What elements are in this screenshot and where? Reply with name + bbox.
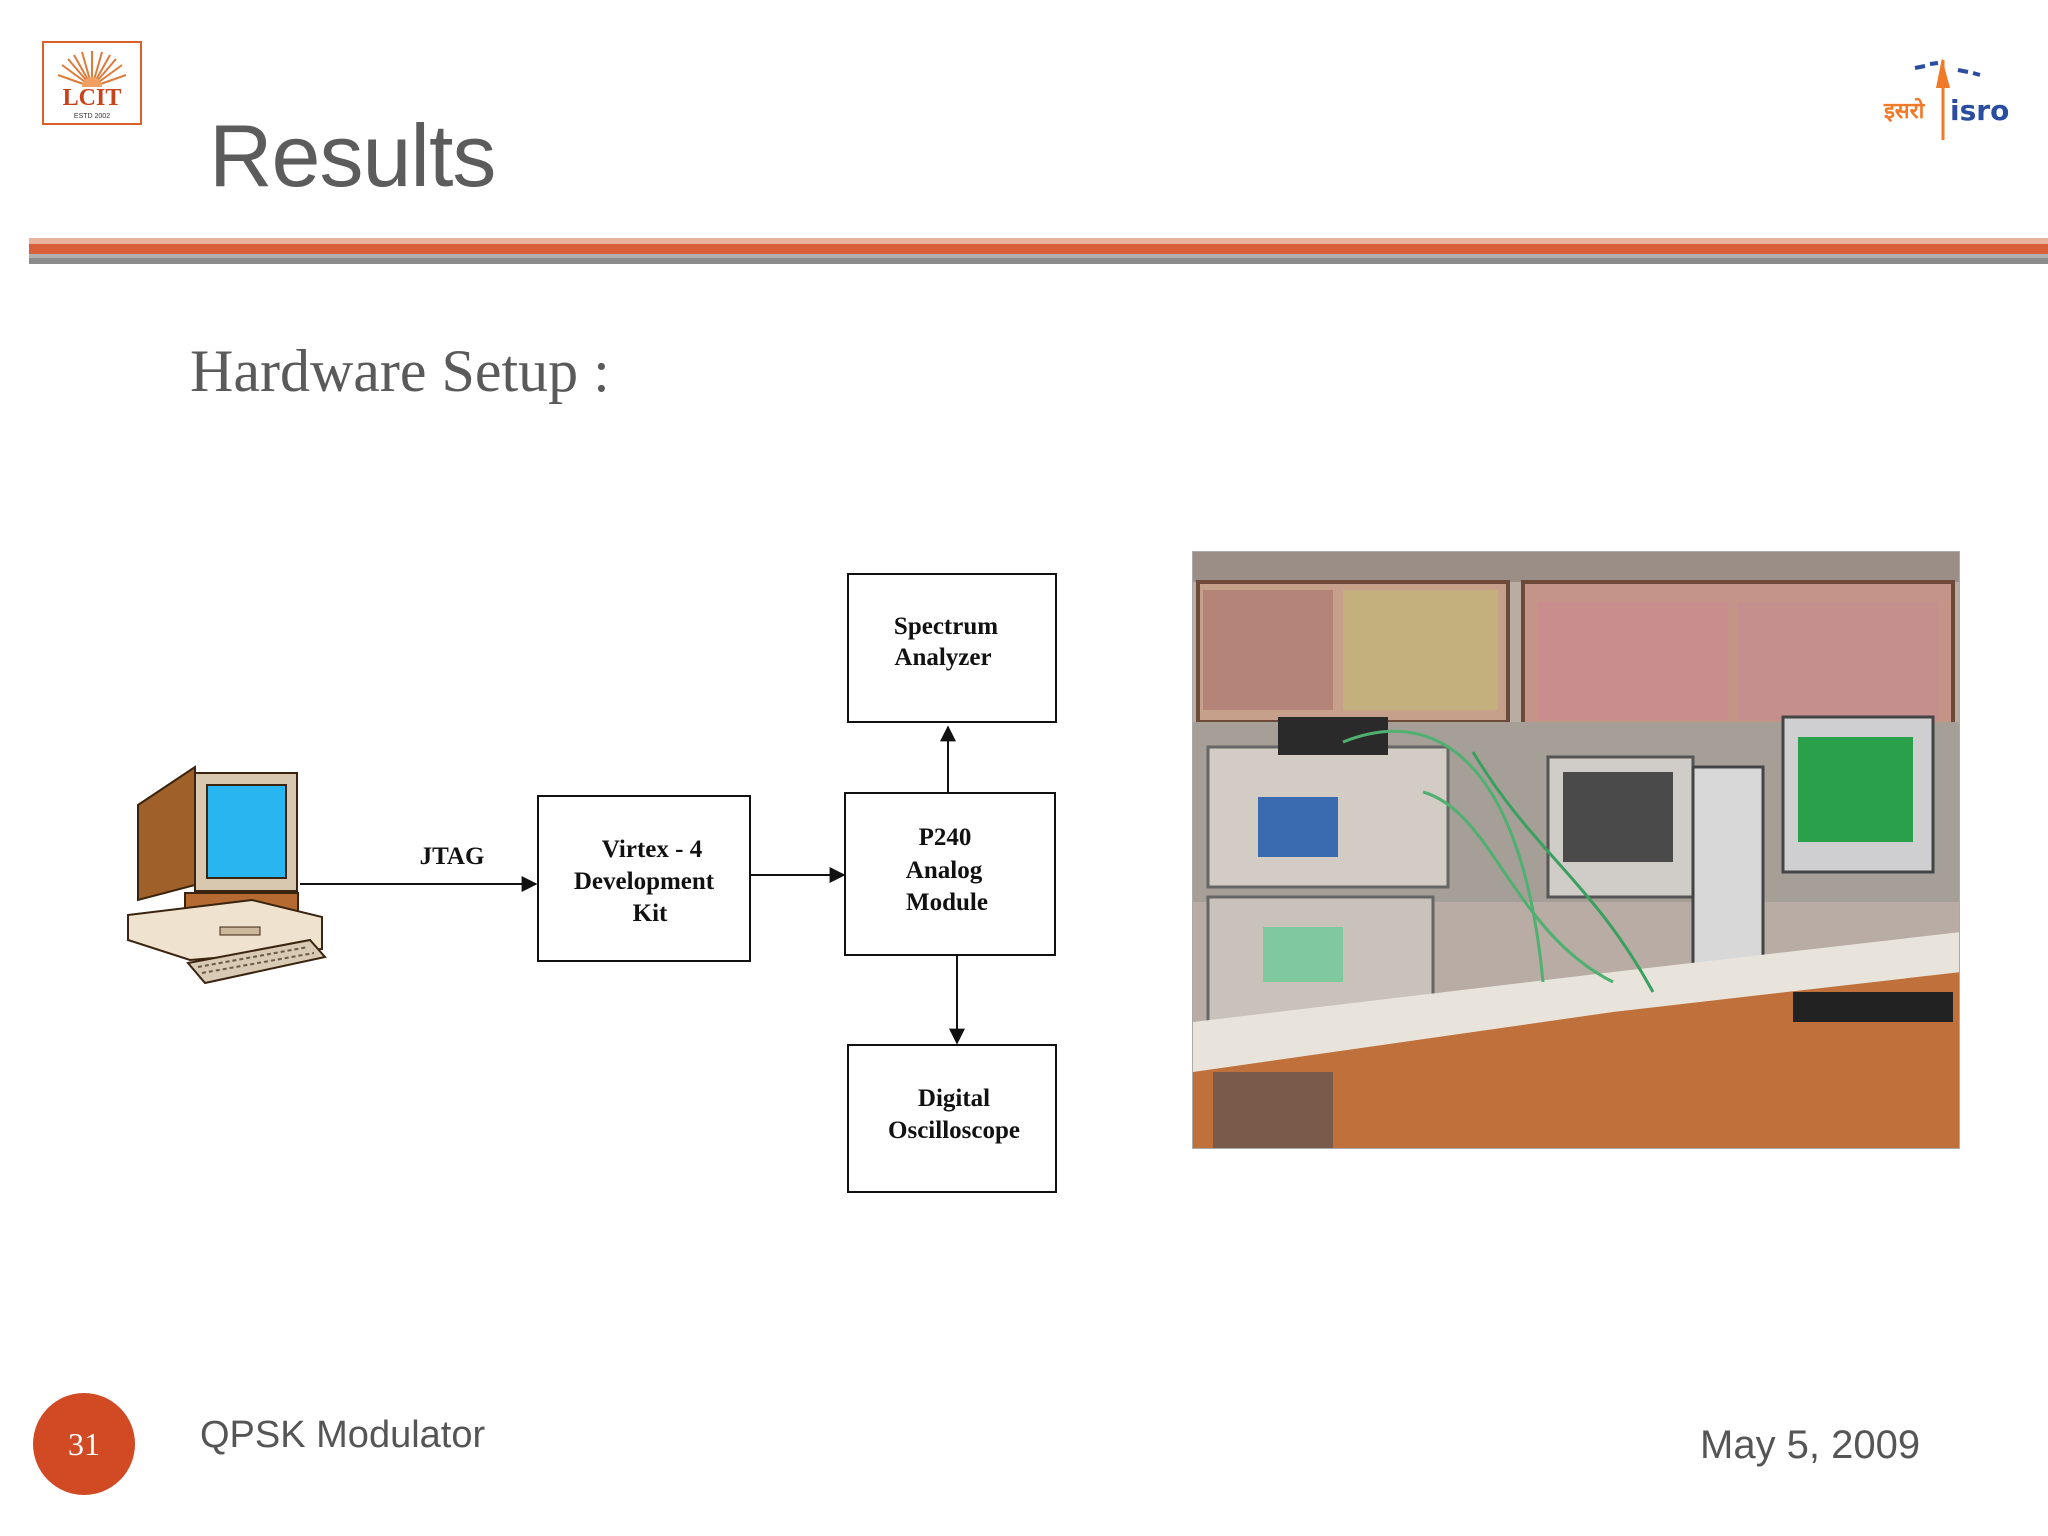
slide-title: Results [209,106,496,205]
hardware-block-diagram: JTAG Virtex - 4 Development Kit P240 Ana… [110,555,1110,1215]
node-oscilloscope-line-2: Oscilloscope [888,1117,1020,1144]
node-oscilloscope-line-1: Digital [918,1085,990,1112]
node-virtex-line-1: Virtex - 4 [602,836,703,863]
page-number-badge: 31 [33,1393,135,1495]
isro-logo-latin: isro [1950,94,2009,127]
computer-icon [127,765,327,985]
edge-label-jtag: JTAG [420,843,485,870]
footer-date: May 5, 2009 [1700,1423,1921,1467]
lcit-logo-text: LCIT [63,85,122,111]
footer-title: QPSK Modulator [200,1414,486,1456]
divider-stripe-accent [29,244,2048,254]
rocket-icon [1914,58,1981,140]
lab-hardware-photo [1192,551,1960,1149]
node-p240-line-1: P240 [919,824,972,851]
node-p240-line-3: Module [906,889,988,916]
divider-stripe-grey [29,254,2048,258]
isro-logo: इसरो isro [1880,40,2030,145]
slide-subtitle: Hardware Setup : [190,338,610,404]
node-digital-oscilloscope: Digital Oscilloscope [847,1044,1057,1193]
isro-logo-hindi: इसरो [1883,97,1926,124]
node-spectrum-analyzer: Spectrum Analyzer [847,573,1057,723]
divider-stripe-light [29,238,2048,244]
node-p240-line-2: Analog [906,857,983,884]
title-divider [29,238,2048,266]
node-p240-module: P240 Analog Module [844,792,1056,956]
lcit-logo: LCIT ESTD 2002 [42,41,142,125]
divider-stripe-dark [29,258,2048,264]
node-virtex-line-2: Development [574,868,715,895]
lcit-logo-estd: ESTD 2002 [74,113,110,120]
node-spectrum-line-1: Spectrum [894,613,998,640]
node-spectrum-line-2: Analyzer [894,644,991,671]
node-virtex-line-3: Kit [633,900,668,927]
node-virtex-kit: Virtex - 4 Development Kit [537,795,751,962]
